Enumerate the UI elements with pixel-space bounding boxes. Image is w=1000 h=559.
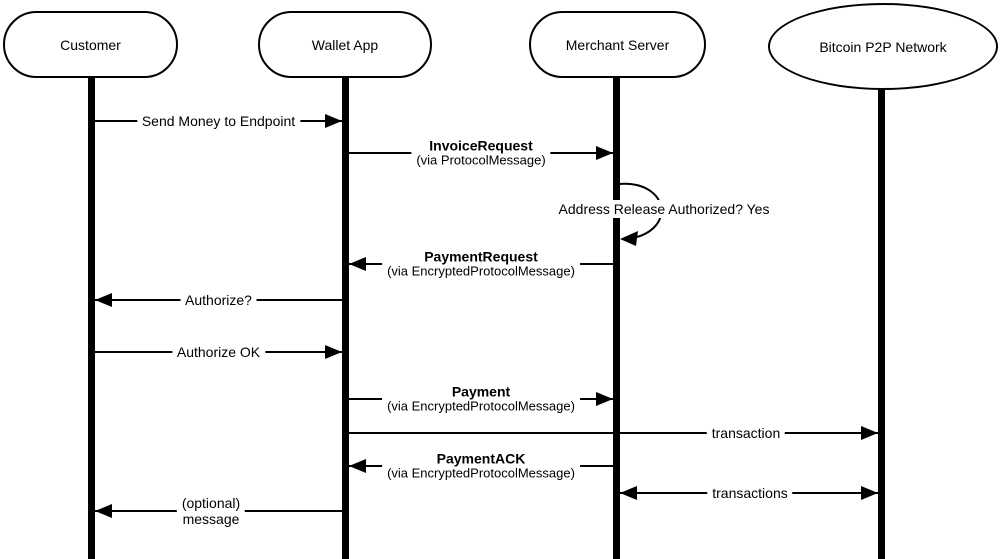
actor-wallet-app: Wallet App — [258, 11, 432, 78]
arrowhead-left-icon — [95, 293, 112, 307]
message-label: transactions — [707, 484, 793, 502]
arrowhead-left-icon — [349, 459, 366, 473]
message-label: PaymentRequest (via EncryptedProtocolMes… — [382, 248, 580, 280]
lifeline-bitcoin-p2p-network — [878, 88, 885, 559]
message-name: PaymentACK — [436, 450, 526, 467]
message-via: (via EncryptedProtocolMessage) — [387, 263, 575, 279]
lifeline-wallet-app — [342, 75, 349, 559]
arrowhead-right-icon — [325, 114, 342, 128]
message-label-line2: message — [182, 511, 240, 527]
message-label-line1: (optional) — [181, 494, 241, 511]
arrowhead-right-icon — [325, 345, 342, 359]
message-label: (optional) message — [176, 494, 246, 528]
arrowhead-right-icon — [596, 146, 613, 160]
arrowhead-left-icon — [349, 257, 366, 271]
actor-customer-label: Customer — [60, 36, 121, 53]
message-name: PaymentRequest — [424, 248, 538, 265]
actor-merchant-server: Merchant Server — [529, 11, 706, 78]
self-loop-arrowhead-icon — [620, 231, 638, 246]
message-name: InvoiceRequest — [429, 137, 533, 154]
actor-bitcoin-p2p-network-label: Bitcoin P2P Network — [819, 38, 947, 55]
actor-wallet-app-label: Wallet App — [311, 36, 379, 53]
message-label: Payment (via EncryptedProtocolMessage) — [382, 383, 580, 415]
message-address-release-label: Address Release Authorized? Yes — [554, 200, 774, 218]
message-label: PaymentACK (via EncryptedProtocolMessage… — [382, 450, 580, 482]
lifeline-merchant-server — [613, 75, 620, 559]
arrowhead-left-icon — [95, 504, 112, 518]
message-label: Send Money to Endpoint — [136, 112, 301, 130]
message-name: Payment — [451, 383, 511, 400]
actor-customer: Customer — [3, 11, 178, 78]
actor-bitcoin-p2p-network: Bitcoin P2P Network — [768, 3, 998, 90]
lifeline-customer — [88, 75, 95, 559]
message-label: Authorize OK — [171, 343, 266, 361]
actor-merchant-server-label: Merchant Server — [565, 36, 670, 53]
arrowhead-right-icon — [596, 392, 613, 406]
message-via: (via EncryptedProtocolMessage) — [387, 398, 575, 414]
message-label: InvoiceRequest (via ProtocolMessage) — [411, 137, 551, 169]
message-via: (via EncryptedProtocolMessage) — [387, 465, 575, 481]
message-label: transaction — [706, 424, 786, 442]
arrowhead-right-icon — [861, 486, 878, 500]
message-label: Authorize? — [180, 291, 257, 309]
arrowhead-left-icon — [620, 486, 637, 500]
message-via: (via ProtocolMessage) — [416, 152, 546, 168]
arrowhead-right-icon — [861, 426, 878, 440]
message-line — [349, 432, 878, 434]
